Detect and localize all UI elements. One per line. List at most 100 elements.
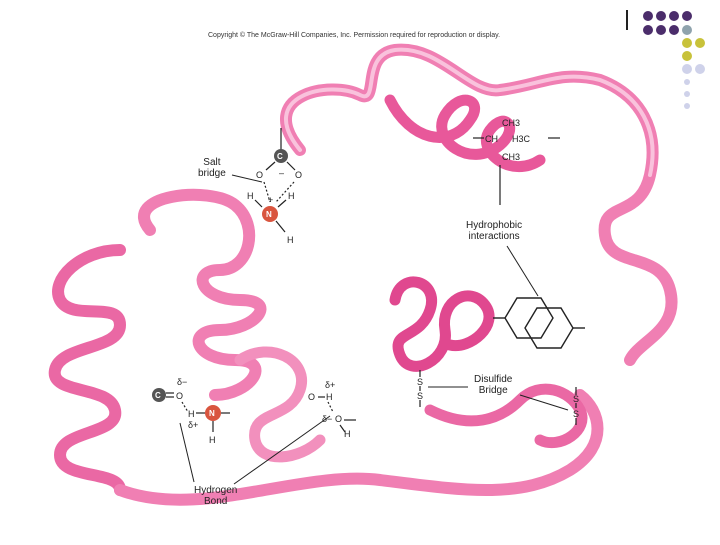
hbond-carbon-atom: [152, 388, 166, 402]
carboxyl-bond-left: [265, 161, 276, 171]
hydroxyl-delta-plus: δ+: [325, 380, 335, 390]
hbond-delta-minus: δ−: [177, 377, 187, 387]
hbond-delta-plus: δ+: [188, 420, 198, 430]
hydrophobic-label: Hydrophobic interactions: [466, 220, 522, 242]
hydrophobic-label-line1: Hydrophobic: [466, 220, 523, 231]
aromatic-rings: [493, 297, 585, 349]
hydroxyl-h-bond: [339, 424, 346, 433]
benzene-ring-right: [524, 307, 574, 349]
slide-decoration: [626, 10, 705, 109]
hydroxyl-h-top: H: [326, 392, 333, 402]
disulfide-bonds: [419, 370, 577, 425]
ionic-dotted-left: [263, 181, 271, 203]
leader-lines: [179, 174, 569, 485]
amine-bond-h1: [254, 199, 263, 208]
ribbon-segment-lower-right: [424, 383, 588, 449]
deco-dot: [682, 64, 692, 74]
hbond-oxygen: O: [176, 391, 183, 401]
amine-plus: +: [268, 195, 273, 205]
disulfide-label-line2: Bridge: [478, 385, 508, 396]
hydroxyl-delta-minus: δ−: [322, 414, 332, 424]
oxygen-right: O: [295, 170, 302, 180]
sulfur-left-1: S: [417, 377, 423, 387]
hbond-nitrogen-atom: [205, 405, 221, 421]
hbond-dotted: [181, 401, 189, 413]
ch3-top: CH3: [502, 118, 520, 128]
carbon-atom: [274, 149, 288, 163]
leader-hydrogen-left: [179, 422, 195, 483]
ionic-dotted-right: [275, 181, 295, 203]
hydroxyl-h-bottom: H: [344, 429, 351, 439]
ch-label: CH: [485, 134, 498, 144]
nitrogen-text: N: [266, 210, 272, 219]
deco-dot: [682, 51, 692, 61]
protein-ribbon: [48, 43, 678, 506]
deco-dot: [684, 79, 690, 85]
disulfide-label: Disulfide Bridge: [474, 374, 512, 396]
deco-dot: [643, 25, 653, 35]
hbond-h: H: [188, 409, 195, 419]
deco-dot: [682, 25, 692, 35]
hydrogen-bond-label-line1: Hydrogen: [194, 485, 238, 496]
deco-dot: [656, 11, 666, 21]
deco-dot: [643, 11, 653, 21]
hbond-nitrogen-text: N: [209, 409, 215, 418]
leader-disulfide-right: [519, 394, 569, 411]
h3c-label: H3C: [512, 134, 531, 144]
ribbon-segment-left-helix: [138, 188, 267, 401]
deco-dot: [684, 103, 690, 109]
sulfur-right-2: S: [573, 409, 579, 419]
ribbon-segment-top-highlight: [283, 47, 655, 177]
carboxyl-bond-right: [286, 161, 296, 171]
hydroxyl-o: O: [335, 414, 342, 424]
oxygen-left: O: [256, 170, 263, 180]
amine-bond-h3: [275, 220, 286, 233]
ch3-bottom: CH3: [502, 152, 520, 162]
deco-dot: [669, 11, 679, 21]
sulfur-right-1: S: [573, 394, 579, 404]
hydrogen-bond-label: Hydrogen Bond: [194, 485, 237, 507]
ribbon-segment-bottom: [114, 389, 604, 506]
hydrogen-bond-label-line2: Bond: [204, 496, 228, 507]
carbon-text: C: [277, 152, 283, 161]
leader-hydrophobic: [506, 245, 539, 297]
amine-h-bottom: H: [287, 235, 294, 245]
sulfur-left-2: S: [417, 391, 423, 401]
ribbon-segment-upper-helix: [384, 94, 546, 172]
hydrophobic-label-line2: interactions: [468, 231, 520, 242]
deco-dot: [695, 64, 705, 74]
deco-dot: [682, 38, 692, 48]
hydrogen-bond-group: [152, 388, 356, 433]
amine-bond-h2: [277, 199, 287, 208]
deco-dot: [656, 25, 666, 35]
leader-salt-bridge: [231, 174, 263, 183]
deco-dot: [682, 11, 692, 21]
ribbon-segment-top: [280, 43, 678, 366]
leader-hydrogen-right: [233, 415, 331, 485]
ribbon-segment-far-left-helix: [48, 244, 126, 496]
chem-text: CH3 CH H3C CH3 C O O – H H + N H C O δ− …: [155, 118, 579, 445]
salt-bridge-label-line1: Salt: [203, 157, 221, 168]
carboxyl-minus: –: [279, 168, 284, 178]
isopropyl-bonds: [473, 137, 560, 205]
salt-bridge-group: [254, 128, 296, 233]
deco-bar: [626, 10, 628, 30]
hydroxyl-o-top: O: [308, 392, 315, 402]
deco-dot: [684, 91, 690, 97]
salt-bridge-label: Salt bridge: [198, 157, 226, 179]
benzene-ring-left: [504, 297, 554, 339]
copyright-notice: Copyright © The McGraw-Hill Companies, I…: [208, 32, 501, 39]
ribbon-segment-lower-left: [234, 346, 326, 463]
hbond-n-h: H: [209, 435, 216, 445]
deco-dot: [695, 38, 705, 48]
ribbon-segment-center-helix: [389, 276, 495, 372]
hydroxyl-hbond-dotted: [327, 401, 334, 413]
hbond-carbon-text: C: [155, 391, 161, 400]
deco-dot: [669, 25, 679, 35]
nitrogen-atom: [262, 206, 278, 222]
amine-h-right: H: [288, 191, 295, 201]
salt-bridge-label-line2: bridge: [198, 168, 226, 179]
disulfide-label-line1: Disulfide: [474, 374, 513, 385]
